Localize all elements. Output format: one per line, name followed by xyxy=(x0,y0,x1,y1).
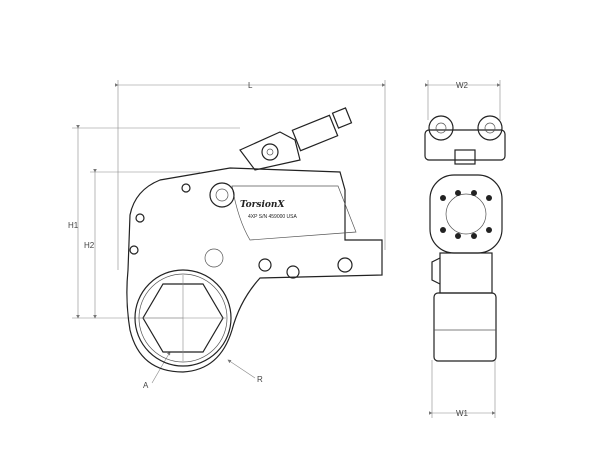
dim-label-W2: W2 xyxy=(456,81,469,90)
tool-side-view: TorsionX 4XP S/N 459000 USA xyxy=(126,107,383,373)
dim-label-A: A xyxy=(143,381,149,390)
dimension-W1: W1 xyxy=(429,360,496,418)
dimension-R: R xyxy=(227,359,263,384)
nameplate-brand: TorsionX xyxy=(240,200,285,210)
dimension-W2: W2 xyxy=(425,80,501,120)
nameplate-serial: 4XP S/N 459000 USA xyxy=(248,214,297,220)
dimension-L: L xyxy=(115,80,386,270)
dimension-H1: H1 xyxy=(68,125,240,319)
dim-label-R: R xyxy=(257,375,263,384)
dim-label-L: L xyxy=(248,81,253,90)
tool-front-view xyxy=(424,115,506,362)
dim-label-W1: W1 xyxy=(456,409,469,418)
dim-label-H2: H2 xyxy=(84,241,95,250)
dim-label-H1: H1 xyxy=(68,221,79,230)
nameplate: TorsionX 4XP S/N 459000 USA xyxy=(240,200,297,220)
dimension-H2: H2 xyxy=(84,169,200,319)
dimension-A: A xyxy=(143,351,171,390)
